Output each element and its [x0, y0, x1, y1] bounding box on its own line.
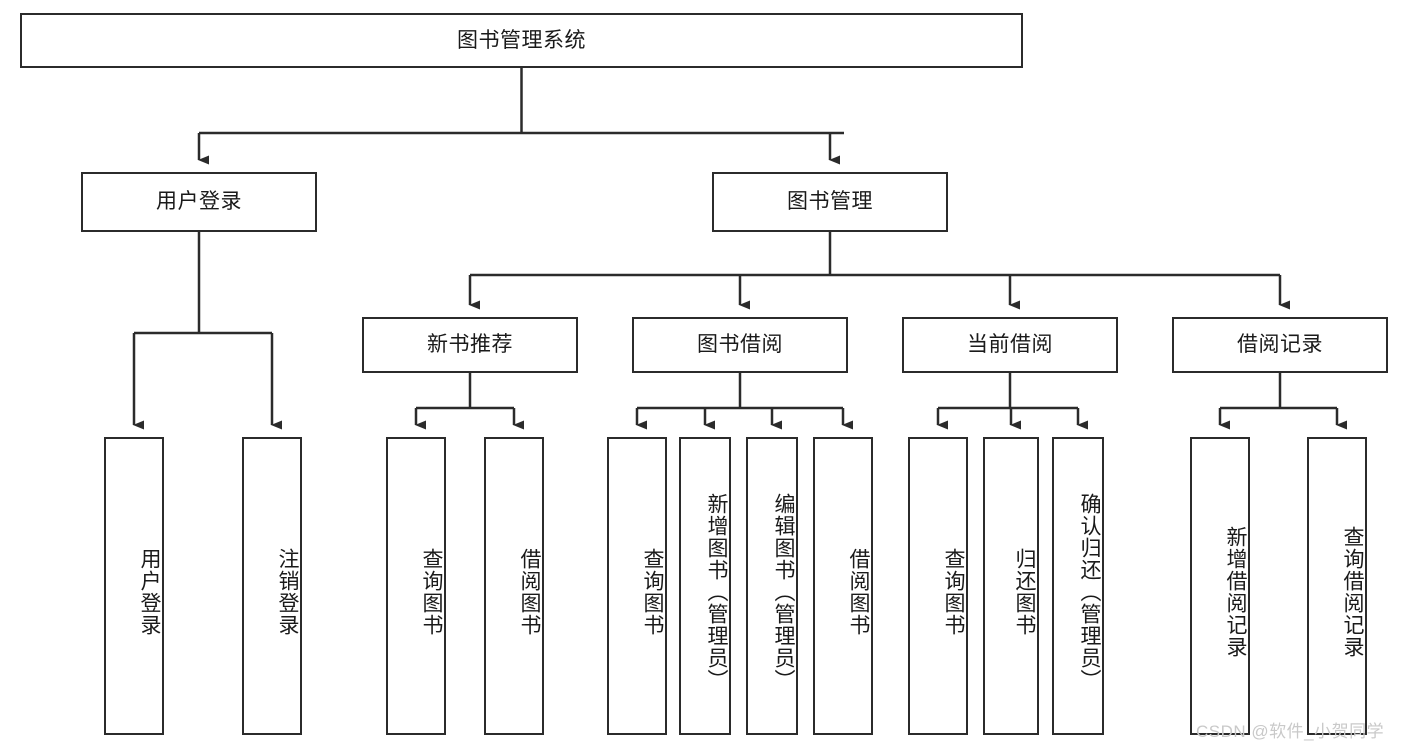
- node-current-borrow[interactable]: 当前借阅: [902, 317, 1118, 373]
- node-leaf-return-book[interactable]: 归还图书: [983, 437, 1039, 735]
- node-leaf-borrow-book[interactable]: 借阅图书: [813, 437, 873, 735]
- node-leaf-user-login[interactable]: 用户登录: [104, 437, 164, 735]
- node-leaf-confirm-return[interactable]: 确认归还（管理员）: [1052, 437, 1104, 735]
- node-leaf-borrow-book-rec[interactable]: 借阅图书: [484, 437, 544, 735]
- node-leaf-user-logout[interactable]: 注销登录: [242, 437, 302, 735]
- node-leaf-query-record[interactable]: 查询借阅记录: [1307, 437, 1367, 735]
- node-leaf-query-book-borrow[interactable]: 查询图书: [607, 437, 667, 735]
- node-user-login[interactable]: 用户登录: [81, 172, 317, 232]
- node-book-manage[interactable]: 图书管理: [712, 172, 948, 232]
- node-leaf-query-book-current[interactable]: 查询图书: [908, 437, 968, 735]
- node-leaf-add-record[interactable]: 新增借阅记录: [1190, 437, 1250, 735]
- node-leaf-query-book-rec[interactable]: 查询图书: [386, 437, 446, 735]
- csdn-watermark: CSDN @软件_小贺同学: [1196, 722, 1385, 741]
- node-leaf-edit-book[interactable]: 编辑图书（管理员）: [746, 437, 798, 735]
- node-leaf-add-book[interactable]: 新增图书（管理员）: [679, 437, 731, 735]
- node-book-borrow[interactable]: 图书借阅: [632, 317, 848, 373]
- node-new-book-recommend[interactable]: 新书推荐: [362, 317, 578, 373]
- node-root[interactable]: 图书管理系统: [20, 13, 1023, 68]
- node-borrow-record[interactable]: 借阅记录: [1172, 317, 1388, 373]
